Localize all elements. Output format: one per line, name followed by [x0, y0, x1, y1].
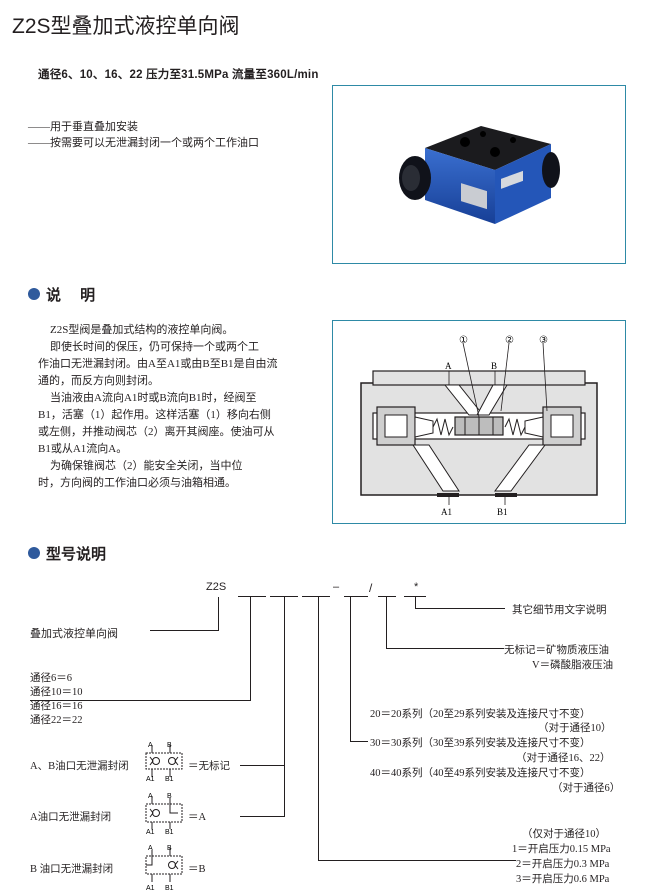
feature-2: ——按需要可以无泄漏封闭一个或两个工作油口 — [28, 137, 259, 149]
port-b-label: B — [491, 361, 497, 371]
code-dash: – — [333, 581, 340, 593]
seal-a-code: ＝A — [188, 812, 207, 823]
oil-mineral: 无标记＝矿物质液压油 — [504, 645, 609, 656]
model-code-prefix: Z2S — [206, 581, 227, 593]
leader-oil-h — [386, 648, 504, 649]
pressure-2: 2＝开启压力0.3 MPa — [516, 859, 610, 870]
leader-other — [415, 597, 416, 609]
check-valve-symbol-a: A B A1 B1 — [145, 793, 183, 834]
leader-oil — [386, 597, 387, 649]
svg-text:A1: A1 — [146, 776, 155, 781]
leader-seal-h2 — [240, 816, 285, 817]
seal-b-label: B 油口无泄漏封闭 — [30, 864, 114, 875]
svg-text:B: B — [167, 793, 172, 800]
pressure-3: 3＝开启压力0.6 MPa — [516, 874, 610, 885]
section-bullet-model — [28, 547, 40, 559]
svg-text:B: B — [167, 845, 172, 852]
feature-1: ——用于垂直叠加安装 — [28, 121, 138, 133]
code-slot-5 — [378, 596, 396, 597]
code-slot-4 — [344, 596, 368, 597]
svg-text:B1: B1 — [165, 776, 174, 781]
svg-text:A1: A1 — [146, 829, 155, 834]
code-slash: / — [369, 581, 373, 595]
pressure-note: （仅对于通径10） — [522, 829, 606, 840]
svg-text:A1: A1 — [146, 885, 155, 892]
desc-line-10: 时，方向阀的工作油口必须与油箱相通。 — [38, 477, 236, 489]
svg-text:B1: B1 — [165, 885, 174, 892]
leader-other-h — [415, 608, 505, 609]
seal-ab-label: A、B油口无泄漏封闭 — [30, 761, 129, 772]
port-a-label: A — [445, 361, 452, 371]
leader-size-h — [30, 700, 251, 701]
seal-a-label: A油口无泄漏封闭 — [30, 812, 112, 823]
series-20-note: （对于通径10） — [538, 723, 612, 734]
desc-line-9: 为确保锥阀芯（2）能安全关闭，当中位 — [50, 460, 243, 472]
oil-phosphate: V＝磷酸脂液压油 — [532, 660, 614, 671]
leader-name — [218, 597, 219, 631]
port-b1-label: B1 — [497, 507, 508, 517]
leader-pressure-h — [318, 860, 516, 861]
valve-name: 叠加式液控单向阀 — [30, 628, 118, 640]
svg-text:B1: B1 — [165, 829, 174, 834]
callout-3: ③ — [539, 335, 548, 346]
leader-pressure — [318, 597, 319, 861]
svg-text:A: A — [148, 793, 153, 800]
code-star: * — [414, 581, 419, 593]
code-slot-1 — [238, 596, 266, 597]
section-heading-description: 说 明 — [46, 287, 96, 304]
desc-line-6: B1，活塞（1）起作用。这样活塞（1）移向右侧 — [38, 409, 271, 421]
leader-series-h — [350, 741, 368, 742]
svg-text:A: A — [148, 845, 153, 852]
code-slot-3 — [302, 596, 330, 597]
size-22: 通径22＝22 — [30, 715, 83, 726]
section-heading-model: 型号说明 — [46, 546, 107, 563]
series-40: 40＝40系列（40至49系列安装及连接尺寸不变） — [370, 768, 591, 779]
other-details: 其它细节用文字说明 — [512, 605, 607, 616]
size-10: 通径10＝10 — [30, 687, 83, 698]
leader-seal-h1 — [240, 765, 285, 766]
desc-line-5: 当油液由A流向A1时或B流向B1时，经阀至 — [50, 392, 257, 404]
svg-text:B: B — [167, 742, 172, 749]
size-16: 通径16＝16 — [30, 701, 83, 712]
cross-section-diagram: ① ② ③ A B A1 B1 — [332, 320, 626, 524]
desc-line-3: 作油口无泄漏封闭。由A至A1或由B至B1是自由流 — [38, 358, 278, 370]
series-20: 20＝20系列（20至29系列安装及连接尺寸不变） — [370, 709, 591, 720]
code-slot-6 — [404, 596, 426, 597]
check-valve-symbol-b: A B A1 B1 — [145, 845, 183, 892]
code-slot-2 — [270, 596, 298, 597]
series-40-note: （对于通径6） — [552, 783, 621, 794]
port-a1-label: A1 — [441, 507, 452, 517]
spec-line: 通径6、10、16、22 压力至31.5MPa 流量至360L/min — [38, 69, 319, 81]
callout-2: ② — [505, 335, 514, 346]
callout-1: ① — [459, 335, 468, 346]
svg-text:A: A — [148, 742, 153, 749]
leader-size — [250, 597, 251, 701]
desc-line-4: 通的，而反方向则封闭。 — [38, 375, 159, 387]
check-valve-symbol-ab: A B A1 B1 — [145, 742, 183, 781]
leader-name-h — [150, 630, 219, 631]
desc-line-1: Z2S型阀是叠加式结构的液控单向阀。 — [50, 324, 234, 336]
section-bullet-description — [28, 288, 40, 300]
desc-line-8: B1或从A1流向A。 — [38, 443, 128, 455]
product-photo — [332, 85, 626, 264]
desc-line-2: 即使长时间的保压，仍可保持一个或两个工 — [50, 341, 259, 353]
size-6: 通径6＝6 — [30, 673, 72, 684]
page-title: Z2S型叠加式液控单向阀 — [12, 15, 240, 38]
leader-series — [350, 597, 351, 742]
leader-seal — [284, 597, 285, 817]
series-30-note: （对于通径16、22） — [516, 753, 611, 764]
series-30: 30＝30系列（30至39系列安装及连接尺寸不变） — [370, 738, 591, 749]
pressure-1: 1＝开启压力0.15 MPa — [512, 844, 611, 855]
seal-ab-code: ＝无标记 — [188, 761, 230, 772]
desc-line-7: 或左侧，并推动阀芯（2）离开其阀座。使油可从 — [38, 426, 275, 438]
seal-b-code: ＝B — [188, 864, 206, 875]
